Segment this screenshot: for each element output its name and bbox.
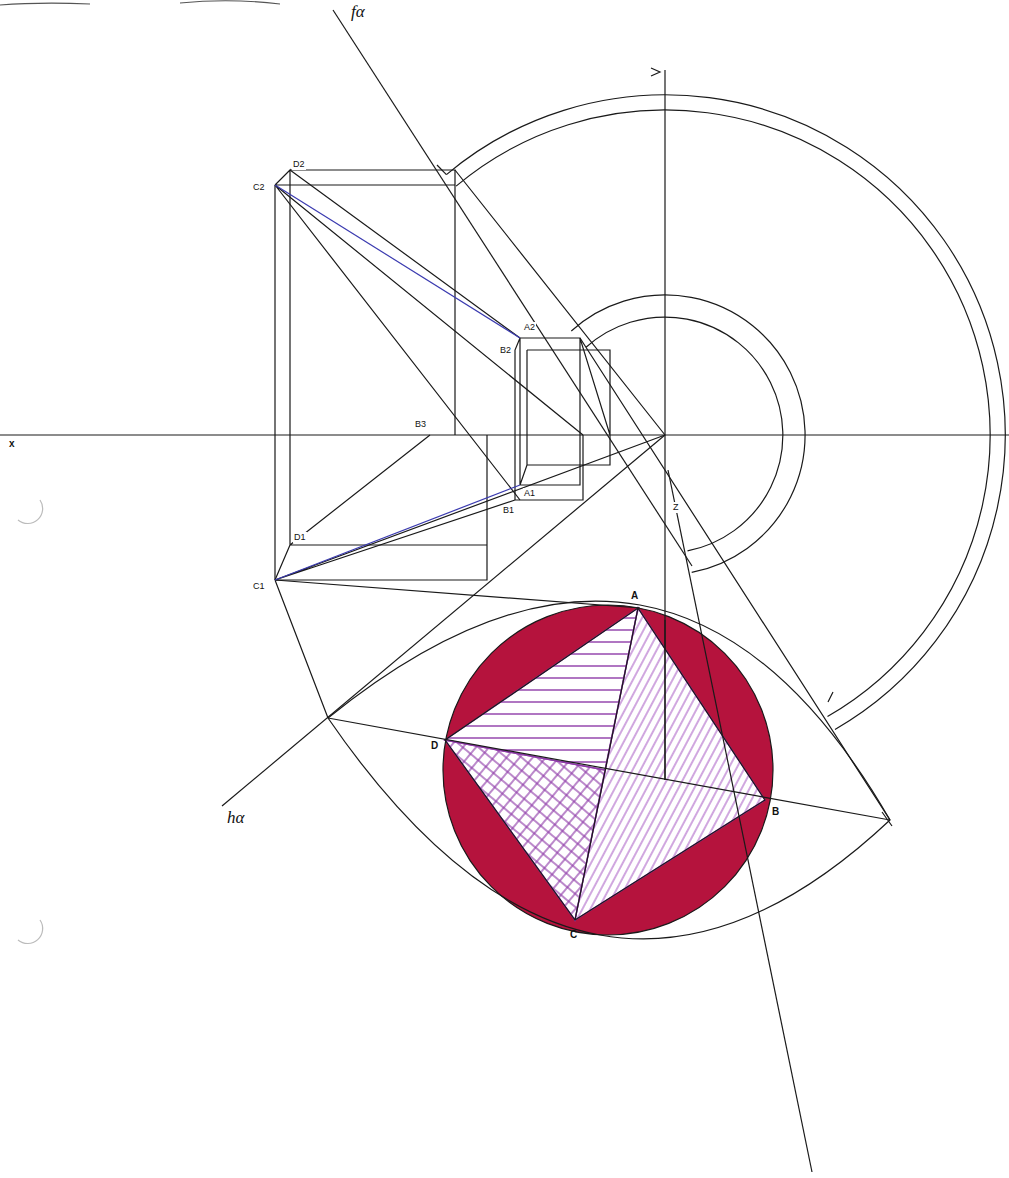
vertical-axis: [664, 70, 665, 780]
point-label: A1: [523, 488, 536, 499]
horizontal-trace: [222, 435, 665, 806]
x-axis: [0, 434, 1009, 435]
point-label: fα: [350, 2, 366, 21]
axis-tick: [651, 68, 660, 76]
rotation-arc: [446, 95, 1005, 730]
lens-curve: [328, 601, 890, 939]
point-label: D2: [292, 159, 306, 170]
point-label: B2: [499, 345, 512, 356]
point-label: B1: [502, 505, 515, 516]
construction-line: [664, 620, 665, 780]
point-label: C2: [252, 182, 266, 193]
frontal-trace: [333, 10, 692, 566]
red-segments: [443, 605, 773, 935]
point-label: B3: [414, 419, 427, 430]
point-label: Z: [672, 502, 680, 513]
construction-line: [668, 470, 812, 1172]
construction-line: [328, 718, 890, 820]
point-label: B: [771, 806, 780, 818]
projection-line: [275, 485, 520, 580]
true-size-square: [445, 608, 765, 920]
prism-outline: [275, 170, 455, 580]
point-label: D: [430, 740, 439, 752]
point-label: C: [569, 929, 578, 941]
point-label: x: [8, 438, 16, 450]
tick-mark: [828, 692, 892, 826]
point-label: D1: [293, 532, 307, 543]
projection-line: [275, 185, 520, 338]
punch-hole: [18, 920, 43, 944]
rotation-arc: [571, 295, 805, 572]
prism-outline: [275, 435, 487, 580]
point-label: C1: [252, 581, 266, 592]
rotation-arc: [456, 110, 990, 717]
point-label: A: [630, 590, 639, 602]
point-label: A2: [523, 322, 536, 333]
projection-line: [275, 170, 890, 820]
sheet-edge: [0, 1, 280, 5]
punch-hole: [18, 500, 43, 524]
rotation-arc: [586, 317, 783, 551]
point-label: hα: [226, 808, 245, 827]
true-size-circle: [443, 605, 773, 935]
